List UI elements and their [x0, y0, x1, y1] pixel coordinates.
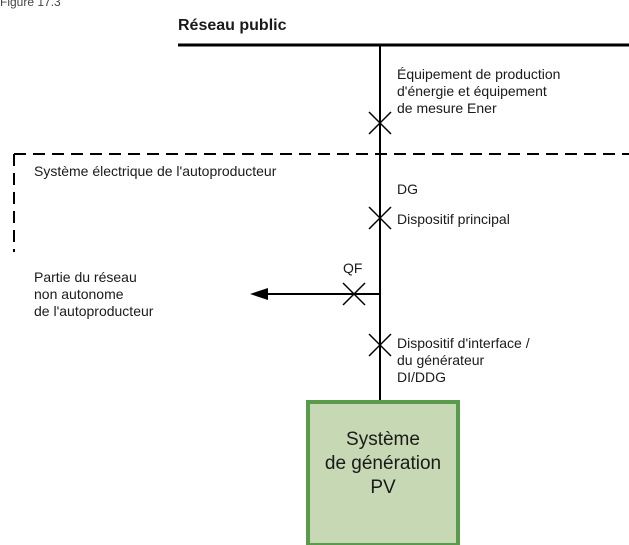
meter-equipment-label-2: d'énergie et équipement [397, 83, 547, 99]
main-device-code: DG [397, 181, 418, 197]
meter-equipment-label-3: de mesure Ener [397, 100, 497, 116]
pv-system-box [306, 400, 460, 545]
branch-label-3: de l'autoproducteur [34, 303, 154, 319]
pv-system-label: Système de génération PV [308, 428, 458, 500]
system-boundary-label: Système électrique de l'autoproducteur [34, 163, 277, 179]
interface-device-label-2: du générateur [397, 352, 485, 368]
branch-label-2: non autonome [34, 286, 124, 302]
meter-switch-symbol [368, 111, 392, 135]
interface-device-label-1: Dispositif d'interface / [397, 335, 530, 351]
main-device-switch-symbol [368, 206, 392, 230]
main-device-name: Dispositif principal [397, 211, 510, 227]
pv-system-label-2: de génération [324, 453, 442, 474]
branch-arrowhead [250, 288, 268, 300]
branch-code: QF [343, 260, 363, 276]
interface-switch-symbol [368, 333, 392, 357]
pv-system-label-1: Système [346, 429, 420, 450]
pv-system-label-3: PV [370, 477, 396, 498]
branch-label-1: Partie du réseau [34, 269, 137, 285]
grid-title: Réseau public [178, 17, 287, 34]
branch-switch-symbol [342, 282, 366, 306]
meter-equipment-label-1: Équipement de production [397, 66, 561, 82]
interface-device-code: DI/DDG [397, 369, 446, 385]
figure-label: Figure 17.3 [0, 0, 61, 9]
